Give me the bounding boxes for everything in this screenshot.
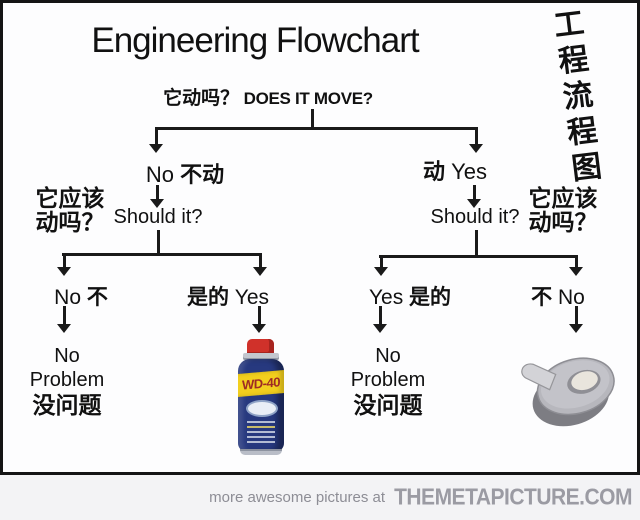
arrow-to-ducttape — [569, 306, 583, 333]
label-right-no: 不 No — [531, 286, 585, 309]
arrow-right-no — [569, 255, 583, 276]
side-label-left: 它应该 动吗？ — [35, 185, 105, 235]
label-left-yes: 是的 Yes — [186, 286, 270, 309]
arrow-to-noproblem-left — [57, 306, 71, 333]
arrow-to-noproblem-right — [373, 306, 387, 333]
page-title-chinese: 工程 流程图 — [538, 4, 618, 190]
arrow-to-wd40 — [252, 306, 266, 333]
outcome-no-problem-right: No Problem 没问题 — [350, 345, 426, 418]
wd40-cap — [247, 339, 274, 354]
wd40-neck-band — [243, 353, 279, 360]
question-should-it-left: Should it? — [113, 206, 203, 228]
side-label-right: 它应该 动吗？ — [528, 185, 598, 235]
connector-left-bar — [62, 253, 262, 256]
outcome-no-problem-left: No Problem 没问题 — [29, 345, 105, 418]
label-no-branch: No 不动 — [145, 162, 225, 187]
arrow-left-no — [57, 253, 71, 276]
arrow-yes-to-should — [467, 185, 481, 208]
connector-right-stub — [475, 230, 478, 255]
label-right-yes: Yes 是的 — [368, 286, 452, 309]
page-title-chinese-line1: 工程 — [552, 6, 591, 79]
wd40-bubble-badge — [246, 400, 278, 417]
wd40-bottom-rim — [240, 449, 282, 455]
root-question-chinese: 它动吗？ — [163, 88, 240, 109]
wd40-brand-text: WD-40 — [242, 374, 280, 393]
duct-tape-image — [521, 357, 615, 427]
arrow-no-to-should — [150, 185, 164, 208]
label-yes-branch: 动 Yes — [422, 159, 488, 184]
question-should-it-right: Should it? — [430, 206, 520, 228]
footer: more awesome pictures at THEMETAPICTURE.… — [0, 475, 640, 520]
page-title-chinese-line2: 流程图 — [561, 78, 604, 187]
arrow-left-yes — [253, 253, 267, 276]
arrow-to-no-branch — [149, 127, 163, 153]
arrow-right-yes — [374, 255, 388, 276]
wd40-logo-panel: WD-40 — [238, 369, 284, 398]
connector-level1-bar — [155, 127, 477, 130]
flowchart-panel: Engineering Flowchart 工程 流程图 它动吗？ DOES I… — [0, 0, 640, 475]
wd40-can-image: WD-40 — [236, 339, 286, 457]
page-title: Engineering Flowchart — [91, 21, 419, 60]
root-question: 它动吗？ DOES IT MOVE? — [163, 83, 373, 110]
arrow-to-yes-branch — [469, 127, 483, 153]
footer-site-name: THEMETAPICTURE.COM — [394, 484, 632, 510]
label-left-no: No 不 — [54, 286, 108, 309]
connector-root-stub — [311, 109, 314, 127]
root-question-english: DOES IT MOVE? — [243, 89, 374, 108]
connector-right-bar — [379, 255, 578, 258]
connector-left-stub — [157, 230, 160, 253]
footer-text: more awesome pictures at — [209, 489, 386, 506]
